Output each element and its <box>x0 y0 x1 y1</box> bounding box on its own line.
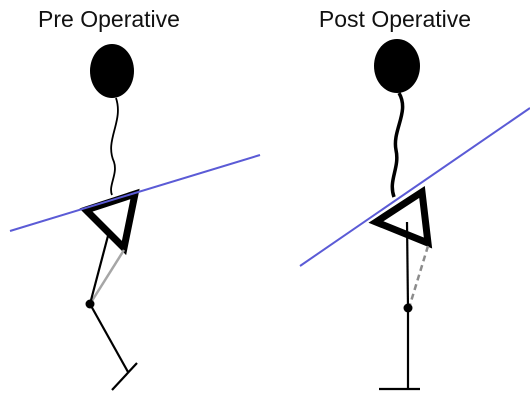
post-pelvis-triangle <box>368 185 433 249</box>
pre-shank <box>89 303 129 373</box>
post-thigh <box>405 221 410 309</box>
pre-foot <box>111 362 138 391</box>
pre-pelvis-triangle <box>79 188 140 256</box>
pre-operative-figure <box>9 44 261 391</box>
pre-operative-title: Pre Operative <box>38 6 180 32</box>
pre-head <box>90 44 134 98</box>
pre-spine <box>110 97 119 196</box>
pre-reference-line <box>9 154 261 232</box>
pre-femur-link <box>88 249 126 305</box>
post-operative-title: Post Operative <box>318 6 472 32</box>
post-head <box>374 39 420 93</box>
pre-thigh <box>88 231 111 305</box>
post-operative-figure <box>299 39 530 391</box>
post-dashed-link <box>407 245 430 309</box>
post-reference-line <box>299 107 530 267</box>
post-spine <box>390 92 405 198</box>
